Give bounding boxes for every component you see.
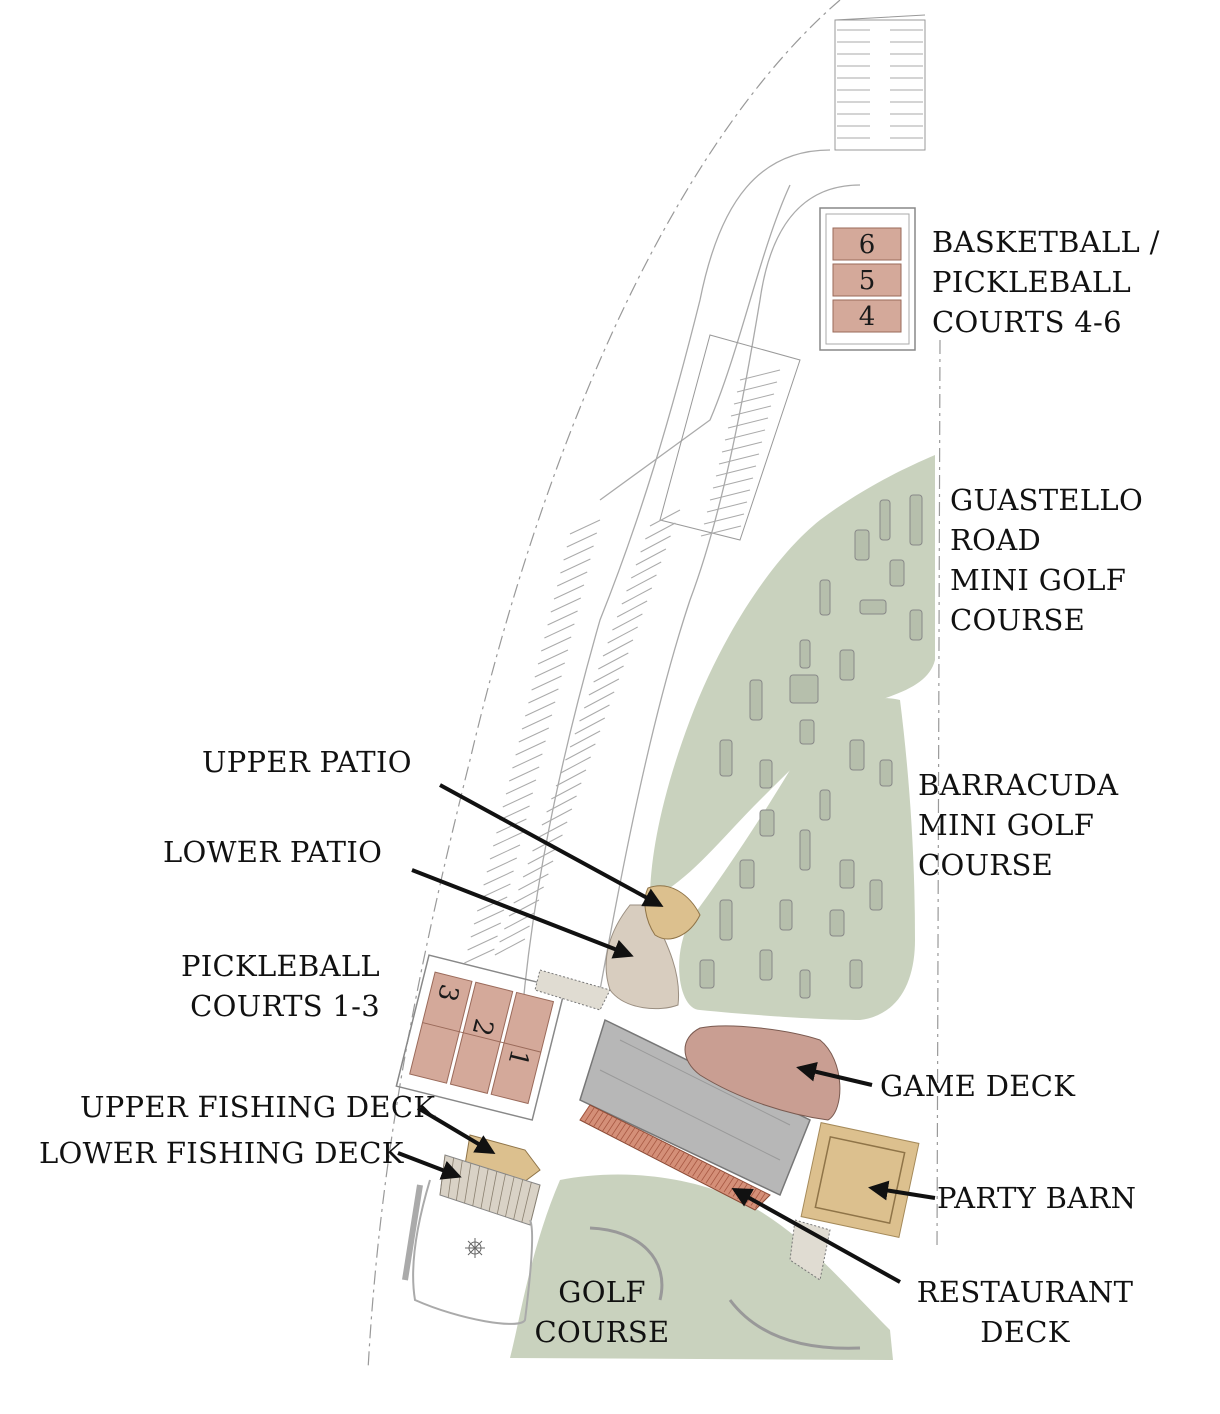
- court-1-number: 1: [501, 1046, 534, 1069]
- label-party-barn: PARTY BARN: [937, 1181, 1137, 1215]
- label-lower-fishing-deck: LOWER FISHING DECK: [39, 1136, 404, 1170]
- label-upper-patio: UPPER PATIO: [202, 745, 412, 779]
- golf-course-green: [510, 1174, 893, 1360]
- property-line-west: [367, 0, 841, 1371]
- game-deck: [684, 1025, 841, 1121]
- court-3-number: 3: [431, 981, 464, 1004]
- court-6-number: 6: [859, 230, 876, 260]
- lake-edge: [412, 1179, 534, 1325]
- middle-parking: [659, 334, 801, 541]
- arrow-upper-fishing: [416, 1106, 496, 1155]
- walkway: [534, 969, 611, 1011]
- label-game-deck: GAME DECK: [880, 1069, 1076, 1103]
- arrow-lower-patio: [411, 868, 634, 959]
- party-barn: [800, 1122, 920, 1238]
- arrow-lower-fishing: [397, 1151, 462, 1180]
- label-lower-patio: LOWER PATIO: [163, 835, 383, 869]
- upper-courts: [819, 207, 916, 351]
- court-2-number: 2: [466, 1015, 499, 1038]
- label-restaurant-deck: RESTAURANT DECK: [916, 1275, 1134, 1349]
- label-upper-fishing-deck: UPPER FISHING DECK: [80, 1090, 436, 1124]
- property-line-east: [936, 339, 941, 1251]
- label-pickleball-courts: PICKLEBALL COURTS 1-3: [180, 949, 380, 1023]
- compass-rose-icon: [465, 1238, 485, 1258]
- label-guastello-course: GUASTELLO ROAD MINI GOLF COURSE: [950, 483, 1144, 637]
- arrow-party-barn: [868, 1180, 936, 1201]
- lower-courts: [395, 954, 566, 1121]
- arrow-restaurant-deck: [731, 1188, 901, 1284]
- label-barracuda-course: BARRACUDA MINI GOLF COURSE: [918, 768, 1119, 882]
- walkway-south: [789, 1219, 831, 1281]
- arrow-game-deck: [796, 1061, 873, 1087]
- barracuda-green: [679, 698, 915, 1020]
- label-basketball-courts: BASKETBALL / PICKLEBALL COURTS 4-6: [932, 225, 1160, 339]
- arrow-upper-patio: [439, 783, 664, 907]
- court-5-number: 5: [859, 266, 876, 296]
- label-golf-course: GOLF COURSE: [534, 1275, 670, 1349]
- court-4-number: 4: [859, 302, 876, 332]
- north-parking: [834, 14, 926, 151]
